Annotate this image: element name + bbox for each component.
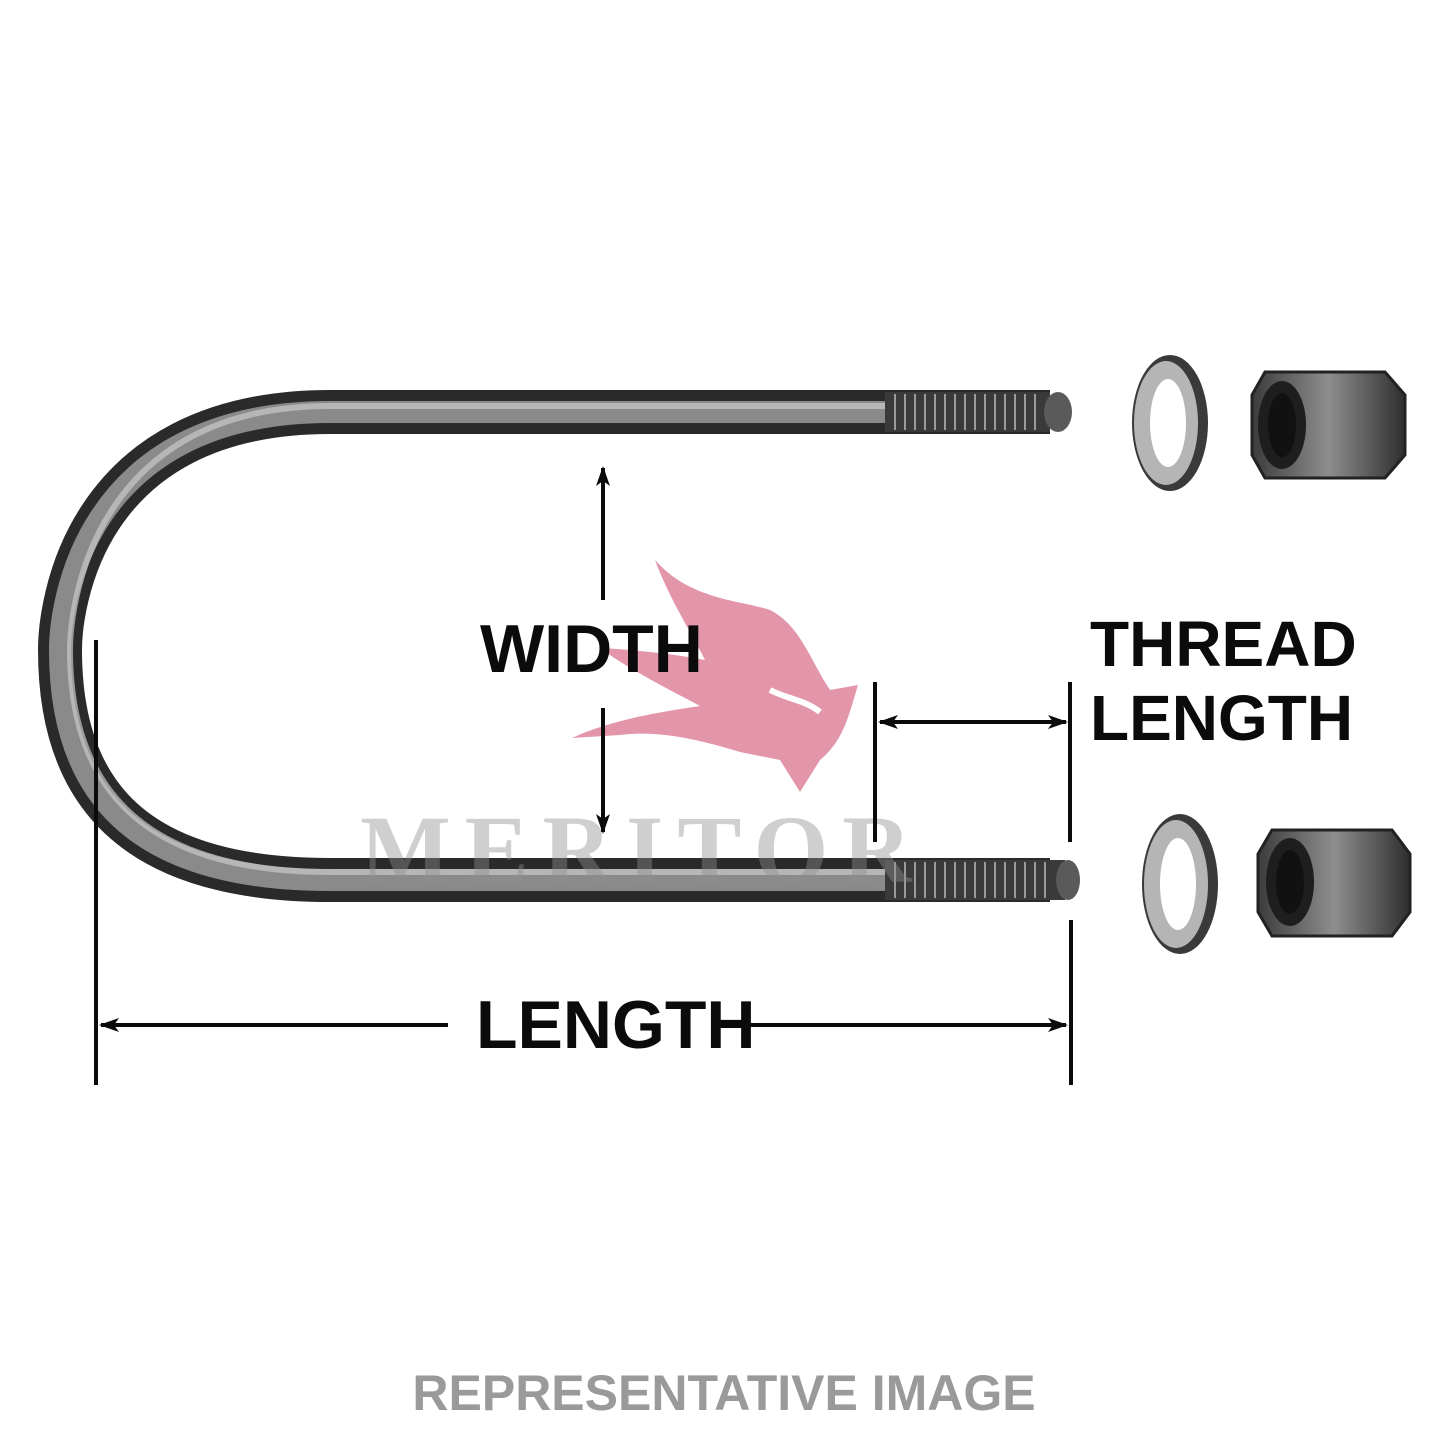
length-dimension: [94, 640, 1073, 1085]
nut-top: [1250, 370, 1407, 480]
washer-top: [1132, 355, 1208, 491]
washer-bottom: [1142, 814, 1218, 954]
nut-bottom: [1256, 828, 1412, 938]
thread-label-line1: THREAD: [1090, 608, 1357, 680]
length-label: LENGTH: [476, 987, 756, 1063]
u-bolt: [37, 390, 1080, 902]
thread-label-line2: LENGTH: [1090, 682, 1353, 754]
thread-bottom: [885, 860, 1080, 900]
thread-length-dimension: [873, 682, 1072, 842]
thread-top: [885, 392, 1072, 432]
width-label: WIDTH: [480, 611, 703, 687]
brand-watermark: MERITOR: [360, 796, 926, 903]
representative-image-caption: REPRESENTATIVE IMAGE: [412, 1365, 1035, 1421]
bull-head-icon: [572, 560, 858, 792]
